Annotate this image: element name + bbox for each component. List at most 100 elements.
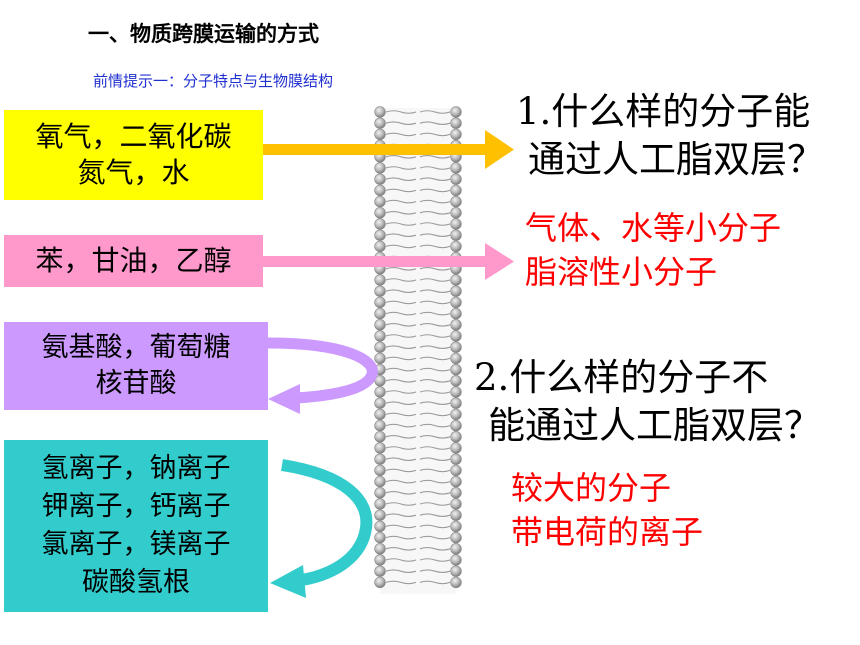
lipid-head — [450, 352, 462, 365]
lipid-head — [374, 162, 386, 174]
lipid-tail — [385, 289, 417, 293]
lipid-head — [450, 408, 462, 421]
lipid-tail — [419, 569, 451, 573]
page-title: 一、物质跨膜运输的方式 — [88, 22, 319, 46]
lipid-tail — [419, 468, 451, 473]
lipid-head — [374, 386, 386, 398]
lipid-head — [374, 296, 386, 309]
answer-line: 较大的分子 — [511, 469, 672, 507]
lipid-head — [450, 375, 462, 387]
lipid-tail — [385, 356, 417, 361]
lipid-head — [450, 531, 462, 544]
lipid-bilayer — [374, 106, 462, 594]
lipid-head — [374, 117, 386, 129]
lipid-head — [374, 330, 386, 342]
molecule-box-ions: 氢离子，钠离子 钾离子，钙离子 氯离子，镁离子 碳酸氢根 — [4, 440, 268, 612]
lipid-tail — [385, 244, 417, 249]
lipid-tail — [385, 547, 417, 551]
lipid-head — [450, 240, 462, 253]
lipid-head — [450, 117, 462, 129]
lipid-head — [374, 408, 386, 421]
lipid-head — [450, 363, 462, 376]
lipid-head — [374, 229, 386, 241]
lipid-tail — [385, 468, 417, 473]
lipid-tail — [385, 334, 417, 338]
lipid-head — [450, 509, 462, 521]
arrow-purple-blocked — [267, 337, 378, 414]
lipid-tail — [419, 457, 451, 461]
lipid-head — [450, 207, 462, 219]
lipid-head — [374, 285, 386, 297]
lipid-tail — [385, 535, 417, 540]
lipid-head — [374, 195, 386, 208]
lipid-head — [450, 397, 462, 409]
lipid-tail — [385, 267, 417, 271]
lipid-tail — [385, 580, 417, 585]
lipid-tail — [419, 244, 451, 249]
lipid-tail — [385, 479, 417, 484]
lipid-tail — [419, 435, 451, 439]
lipid-head — [374, 419, 386, 432]
lipid-tail — [385, 177, 417, 181]
lipid-tail — [419, 188, 451, 193]
lipid-tail — [385, 435, 417, 439]
lipid-tail — [385, 524, 417, 529]
lipid-head — [450, 285, 462, 297]
lipid-tail — [385, 211, 417, 215]
lipid-tail — [419, 132, 451, 137]
lipid-tail — [385, 345, 417, 349]
lipid-head — [450, 543, 462, 555]
lipid-tail — [419, 558, 451, 562]
lipid-head — [374, 520, 386, 533]
arrow-yellow-through — [263, 130, 514, 169]
lipid-head — [374, 509, 386, 521]
box-line: 氧气，二氧化碳 — [35, 120, 232, 153]
lipid-head — [374, 453, 386, 465]
answer-line: 带电荷的离子 — [511, 513, 704, 551]
lipid-tail — [419, 513, 451, 517]
lipid-tail — [385, 502, 417, 506]
lipid-tail — [419, 524, 451, 529]
lipid-tail — [419, 222, 451, 226]
arrow-teal-blocked — [270, 459, 373, 598]
question-line: 通过人工脂双层？ — [528, 138, 824, 181]
lipid-head — [374, 341, 386, 353]
lipid-head — [374, 565, 386, 577]
lipid-tail — [419, 311, 451, 316]
page-subtitle: 前情提示一：分子特点与生物膜结构 — [93, 72, 334, 90]
lipid-tail — [385, 457, 417, 461]
box-line: 氯离子，镁离子 — [41, 529, 231, 560]
lipid-head — [374, 319, 386, 331]
lipid-head — [450, 475, 462, 488]
lipid-tail — [419, 535, 451, 540]
molecule-box-large-molecules: 氨基酸，葡萄糖 核苷酸 — [4, 322, 268, 410]
lipid-head — [450, 184, 462, 197]
lipid-tail — [385, 558, 417, 562]
lipid-tail — [385, 155, 417, 159]
lipid-head — [374, 274, 386, 286]
lipid-tail — [385, 233, 417, 237]
answer-2: 较大的分子 带电荷的离子 — [511, 466, 703, 554]
lipid-head — [450, 498, 462, 510]
lipid-tail — [419, 177, 451, 181]
lipid-tail — [419, 267, 451, 271]
lipid-head — [374, 543, 386, 555]
lipid-head — [450, 218, 462, 230]
lipid-tail — [385, 569, 417, 573]
lipid-head — [450, 229, 462, 241]
box-line: 钾离子，钙离子 — [41, 491, 231, 522]
lipid-head — [450, 386, 462, 398]
answer-1: 气体、水等小分子 脂溶性小分子 — [525, 206, 781, 294]
lipid-tail — [385, 513, 417, 517]
lipid-tail — [385, 199, 417, 204]
lipid-head — [450, 565, 462, 577]
lipid-head — [374, 218, 386, 230]
lipid-tail — [419, 166, 451, 170]
lipid-tail — [385, 367, 417, 372]
question-2: 2.什么样的分子不 能通过人工脂双层？ — [474, 354, 821, 450]
lipid-head — [374, 442, 386, 454]
box-line: 核苷酸 — [95, 368, 177, 399]
question-line: 能通过人工脂双层？ — [488, 404, 821, 447]
lipid-head — [374, 464, 386, 477]
lipid-tail — [419, 121, 451, 125]
